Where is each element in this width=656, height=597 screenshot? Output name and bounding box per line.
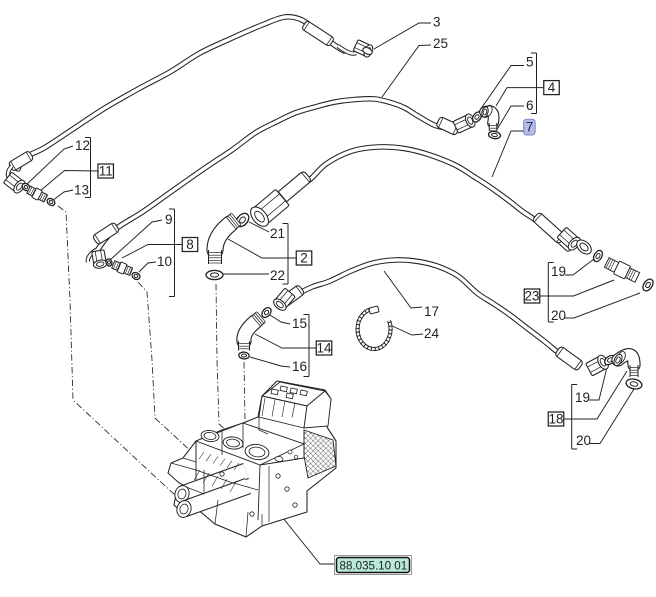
svg-text:12: 12 — [75, 138, 90, 153]
svg-text:14: 14 — [316, 340, 332, 355]
svg-text:10: 10 — [157, 254, 172, 269]
svg-text:25: 25 — [433, 36, 448, 51]
svg-text:19: 19 — [551, 264, 566, 279]
svg-text:24: 24 — [424, 326, 440, 341]
svg-text:15: 15 — [292, 316, 307, 331]
svg-text:17: 17 — [424, 304, 439, 319]
svg-text:7: 7 — [526, 120, 534, 135]
svg-text:18: 18 — [548, 411, 563, 426]
svg-text:20: 20 — [576, 433, 591, 448]
svg-text:13: 13 — [74, 183, 89, 198]
svg-text:22: 22 — [270, 268, 285, 283]
svg-text:3: 3 — [433, 15, 441, 30]
svg-text:23: 23 — [524, 288, 539, 303]
svg-text:5: 5 — [526, 55, 534, 70]
svg-text:8: 8 — [186, 237, 194, 252]
svg-text:6: 6 — [526, 98, 534, 113]
svg-text:16: 16 — [292, 359, 307, 374]
svg-text:21: 21 — [270, 226, 285, 241]
svg-text:2: 2 — [300, 250, 308, 265]
svg-text:20: 20 — [551, 308, 566, 323]
svg-text:19: 19 — [575, 390, 590, 405]
svg-text:11: 11 — [99, 163, 113, 178]
svg-text:88.035.10 01: 88.035.10 01 — [340, 560, 408, 573]
svg-text:4: 4 — [548, 80, 556, 95]
svg-text:9: 9 — [165, 212, 173, 227]
